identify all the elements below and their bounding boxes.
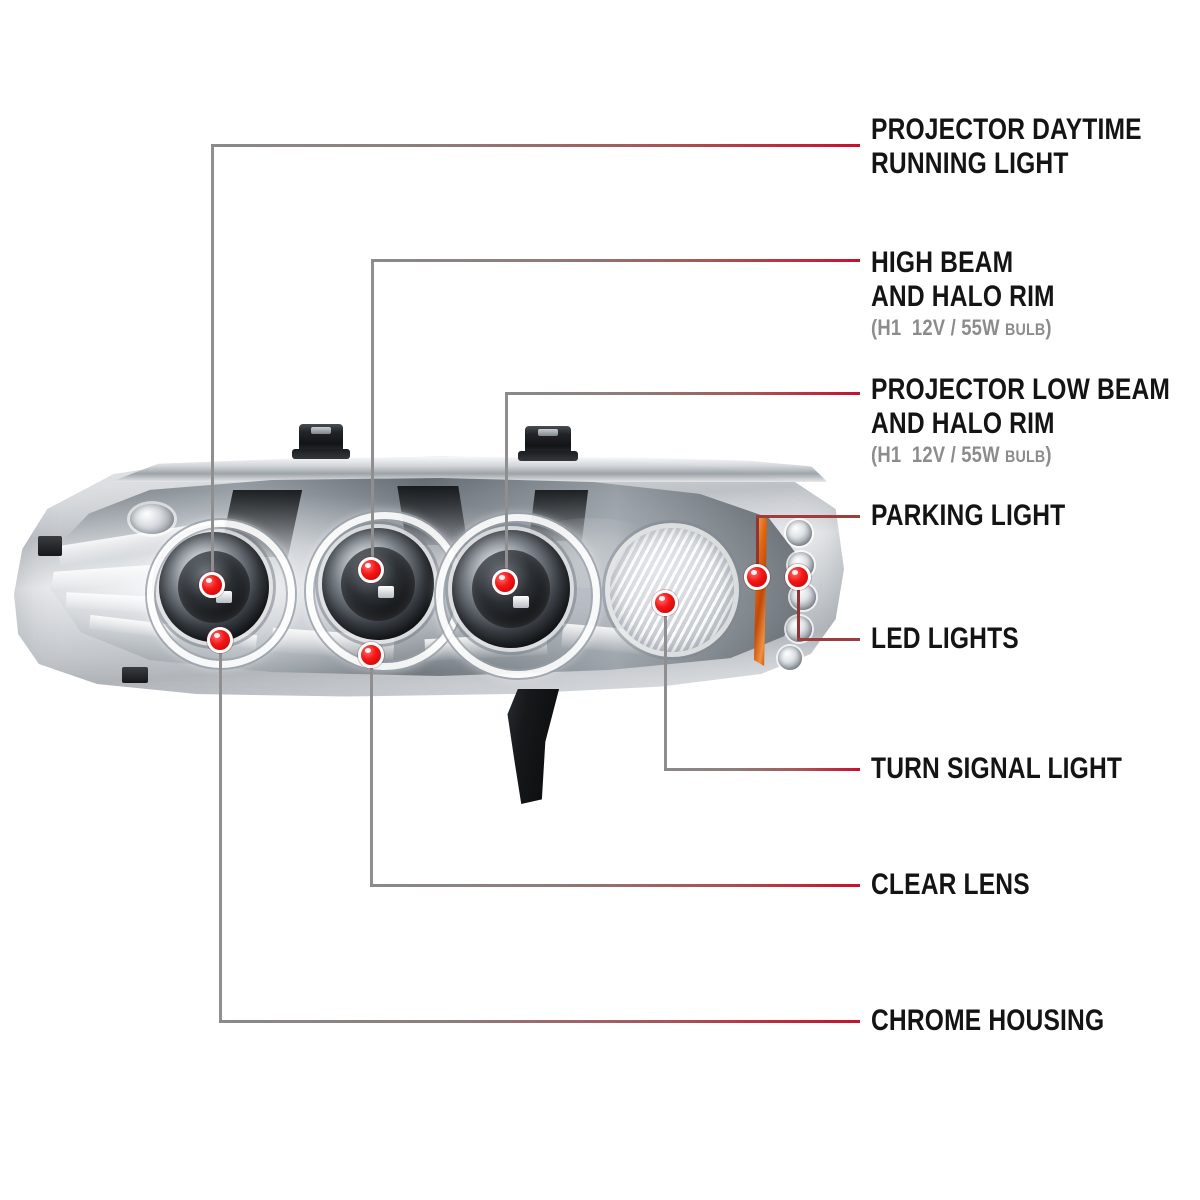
leader-hline-low-beam [505,392,860,395]
label-line: PROJECTOR LOW BEAM [871,373,1171,406]
label-bulb-spec: (H1 12V / 55W BULB) [871,442,1177,470]
housing-top-chrome-rim [110,456,828,482]
marker-dot-turn-signal [652,590,678,616]
spec-bulb-type: H1 [877,442,902,467]
marker-dot-parking-light [744,564,770,590]
headlight-assembly-image [14,424,844,814]
spec-slash: / [950,315,956,340]
leader-hline-turn-signal [664,768,860,771]
callout-label-high-beam-and-halo-rim: HIGH BEAM AND HALO RIM (H1 12V / 55W BUL… [871,246,1095,343]
spec-word-bulb: BULB [1005,447,1046,466]
led-pod [786,520,812,546]
callout-label-projector-low-beam-and-halo-rim: PROJECTOR LOW BEAM AND HALO RIM (H1 12V … [871,373,1200,470]
spec-bulb-type: H1 [877,315,902,340]
leader-hline-drl [211,144,860,147]
marker-dot-low-beam [492,569,518,595]
leader-hline-led-lights [797,638,860,641]
spec-watts: 55W [961,315,1000,340]
callout-label-led-lights: LED LIGHTS [871,622,1051,656]
leader-vline-clear-lens [370,655,373,884]
leader-vline-low-beam [505,392,508,585]
callout-label-projector-daytime-running-light: PROJECTOR DAYTIME RUNNING LIGHT [871,113,1200,181]
spec-volts: 12V [911,442,946,467]
callout-label-clear-lens: CLEAR LENS [871,868,1065,902]
leader-hline-chrome-housing [219,1020,860,1023]
leader-vline-high-beam [371,259,374,574]
marker-dot-led-lights [785,564,811,590]
label-line: LED LIGHTS [871,622,1019,655]
spec-paren-open: ( [871,315,878,340]
marker-dot-chrome-housing [207,627,233,653]
led-pod [778,646,802,670]
spec-paren-close: ) [1045,442,1052,467]
label-line: CHROME HOUSING [871,1004,1105,1037]
marker-dot-high-beam [358,557,384,583]
callout-label-chrome-housing: CHROME HOUSING [871,1004,1155,1038]
corner-lamp [130,504,174,534]
leader-hline-high-beam [371,259,860,262]
turn-signal-lens [610,528,734,652]
label-line: HIGH BEAM [871,246,1014,279]
spec-word-bulb: BULB [1005,320,1046,339]
leader-hline-clear-lens [370,884,860,887]
label-bulb-spec: (H1 12V / 55W BULB) [871,315,1059,343]
marker-dot-drl [199,572,225,598]
label-line: AND HALO RIM [871,407,1055,440]
callout-label-turn-signal-light: TURN SIGNAL LIGHT [871,752,1177,786]
side-mounting-clip [38,536,62,556]
leader-vline-led-lights [797,577,800,638]
spec-watts: 55W [961,442,1000,467]
electrical-connector-tab [517,426,579,461]
label-line: TURN SIGNAL LIGHT [871,752,1123,785]
label-line: PARKING LIGHT [871,499,1066,532]
label-line: AND HALO RIM [871,280,1055,313]
spec-slash: / [950,442,956,467]
label-line: PROJECTOR DAYTIME [871,113,1142,146]
spec-volts: 12V [911,315,946,340]
label-line: CLEAR LENS [871,868,1030,901]
leader-vline-chrome-housing [219,640,222,1020]
halo-rim-low-beam [436,514,600,678]
leader-vline-drl [211,144,214,589]
label-line: RUNNING LIGHT [871,147,1069,180]
spec-paren-close: ) [1045,315,1052,340]
electrical-connector-tab [291,424,351,459]
leader-vline-turn-signal [664,603,667,768]
side-mounting-clip [122,667,148,683]
spec-paren-open: ( [871,442,878,467]
leader-vline-parking-light [756,515,759,580]
callout-label-parking-light: PARKING LIGHT [871,499,1108,533]
lower-mounting-bracket [507,689,560,804]
leader-hline-parking-light [756,515,860,518]
marker-dot-clear-lens [358,642,384,668]
